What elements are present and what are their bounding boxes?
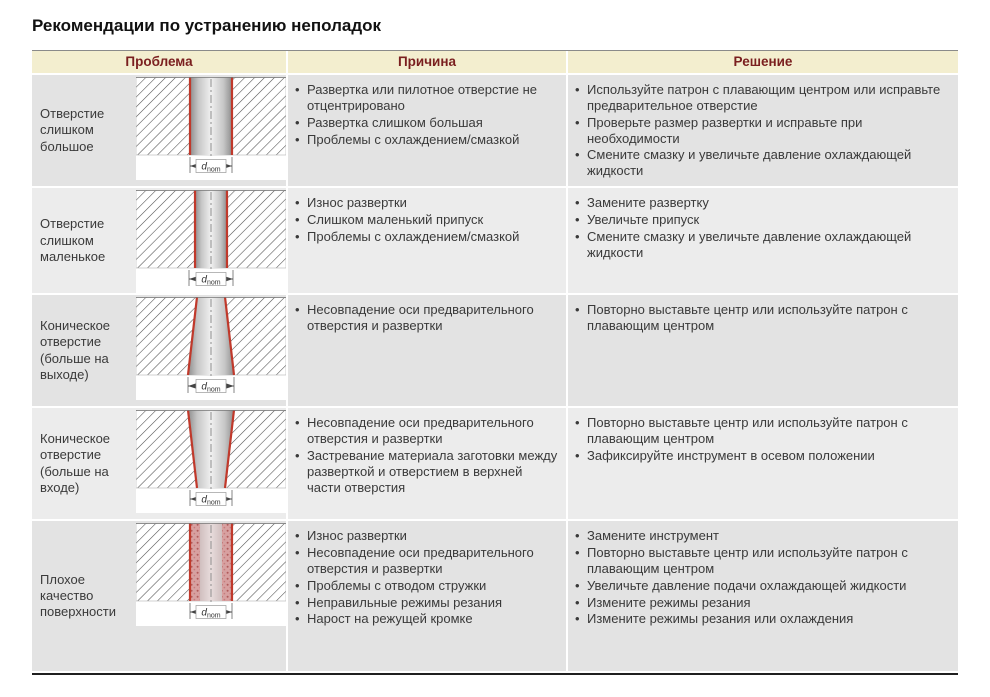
cause-list: Развертка или пилотное отверстие не отце… <box>288 75 566 154</box>
bullet-item: Проблемы с отводом стружки <box>294 578 558 594</box>
page: Рекомендации по устранению неполадок Про… <box>0 0 990 675</box>
bullet-item: Замените развертку <box>574 195 950 211</box>
cause-list: Несовпадение оси предварительного отверс… <box>288 408 566 502</box>
bullet-item: Несовпадение оси предварительного отверс… <box>294 415 558 447</box>
dimension-label: dnom <box>201 607 220 619</box>
table-header: Проблема Причина Решение <box>32 50 958 73</box>
troubleshooting-table: Проблема Причина Решение Отверстие слишк… <box>32 50 958 676</box>
cause-list: Износ разверткиНесовпадение оси предвари… <box>288 521 566 634</box>
solution-cell: Повторно выставьте центр или используйте… <box>568 408 958 520</box>
bullet-item: Проблемы с охлаждением/смазкой <box>294 229 558 245</box>
cause-cell: Развертка или пилотное отверстие не отце… <box>288 75 566 187</box>
solution-list: Повторно выставьте центр или используйте… <box>568 295 958 341</box>
bullet-item: Измените режимы резания <box>574 595 950 611</box>
table-row: Плохое качество поверхности <box>32 521 958 672</box>
table-row: Отверстие слишком маленькое <box>32 188 958 294</box>
problem-label: Отверстие слишком маленькое <box>40 216 106 264</box>
bullet-item: Проблемы с охлаждением/смазкой <box>294 132 558 148</box>
bullet-item: Смените смазку и увеличьте давление охла… <box>574 147 950 179</box>
bullet-item: Неправильные режимы резания <box>294 595 558 611</box>
solution-cell: Замените инструментПовторно выставьте це… <box>568 521 958 672</box>
cause-cell: Износ разверткиНесовпадение оси предвари… <box>288 521 566 672</box>
dimension-label: dnom <box>201 161 220 173</box>
problem-label: Коническое отверстие (больше на выходе) <box>40 318 111 382</box>
bullet-item: Развертка или пилотное отверстие не отце… <box>294 82 558 114</box>
header-cell-solution: Решение <box>568 51 958 73</box>
bullet-item: Застревание материала заготовки между ра… <box>294 448 558 496</box>
bullet-item: Замените инструмент <box>574 528 950 544</box>
solution-list: Замените разверткуУвеличьте припускСмени… <box>568 188 958 267</box>
bullet-item: Повторно выставьте центр или используйте… <box>574 415 950 447</box>
problem-cell: Коническое отверстие (больше на выходе) <box>32 295 286 407</box>
dimension-label: dnom <box>201 494 220 506</box>
bullet-item: Несовпадение оси предварительного отверс… <box>294 545 558 577</box>
bullet-item: Повторно выставьте центр или используйте… <box>574 302 950 334</box>
problem-cell: Отверстие слишком большое <box>32 75 286 187</box>
cause-cell: Несовпадение оси предварительного отверс… <box>288 408 566 520</box>
rough-surface-hole-diagram: dnom <box>136 523 286 627</box>
bullet-item: Смените смазку и увеличьте давление охла… <box>574 229 950 261</box>
bullet-item: Проверьте размер развертки и исправьте п… <box>574 115 950 147</box>
bullet-item: Увеличьте припуск <box>574 212 950 228</box>
header-cell-problem: Проблема <box>32 51 286 73</box>
table-row: Отверстие слишком большое <box>32 75 958 187</box>
problem-label: Отверстие слишком большое <box>40 106 105 154</box>
header-cell-cause: Причина <box>288 51 566 73</box>
hole-undersize-diagram: dnom <box>136 190 286 294</box>
bullet-item: Износ развертки <box>294 528 558 544</box>
page-title: Рекомендации по устранению неполадок <box>32 16 382 35</box>
cause-list: Несовпадение оси предварительного отверс… <box>288 295 566 341</box>
table-bottom-rule <box>32 673 958 676</box>
solution-cell: Замените разверткуУвеличьте припускСмени… <box>568 188 958 294</box>
problem-label: Коническое отверстие (больше на входе) <box>40 431 111 495</box>
dimension-label: dnom <box>201 274 220 286</box>
solution-cell: Повторно выставьте центр или используйте… <box>568 295 958 407</box>
solution-list: Используйте патрон с плавающим центром и… <box>568 75 958 186</box>
bullet-item: Используйте патрон с плавающим центром и… <box>574 82 950 114</box>
bullet-item: Несовпадение оси предварительного отверс… <box>294 302 558 334</box>
solution-list: Повторно выставьте центр или используйте… <box>568 408 958 471</box>
table-row: Коническое отверстие (больше на входе) <box>32 408 958 520</box>
cause-cell: Несовпадение оси предварительного отверс… <box>288 295 566 407</box>
bullet-item: Нарост на режущей кромке <box>294 611 558 627</box>
bullet-item: Износ развертки <box>294 195 558 211</box>
problem-cell: Отверстие слишком маленькое <box>32 188 286 294</box>
solution-list: Замените инструментПовторно выставьте це… <box>568 521 958 634</box>
problem-label: Плохое качество поверхности <box>40 571 116 620</box>
hole-oversize-diagram: dnom <box>136 77 286 180</box>
tapered-hole-exit-diagram: dnom <box>136 297 286 401</box>
bullet-item: Повторно выставьте центр или используйте… <box>574 545 950 577</box>
tapered-hole-entry-diagram: dnom <box>136 410 286 514</box>
bullet-item: Развертка слишком большая <box>294 115 558 131</box>
problem-cell: Коническое отверстие (больше на входе) <box>32 408 286 520</box>
problem-cell: Плохое качество поверхности <box>32 521 286 672</box>
bullet-item: Зафиксируйте инструмент в осевом положен… <box>574 448 950 464</box>
solution-cell: Используйте патрон с плавающим центром и… <box>568 75 958 187</box>
cause-list: Износ разверткиСлишком маленький припуск… <box>288 188 566 252</box>
dimension-label: dnom <box>201 381 220 393</box>
cause-cell: Износ разверткиСлишком маленький припуск… <box>288 188 566 294</box>
table-row: Коническое отверстие (больше на выходе) <box>32 295 958 407</box>
bullet-item: Увеличьте давление подачи охлаждающей жи… <box>574 578 950 594</box>
bullet-item: Слишком маленький припуск <box>294 212 558 228</box>
bullet-item: Измените режимы резания или охлаждения <box>574 611 950 627</box>
